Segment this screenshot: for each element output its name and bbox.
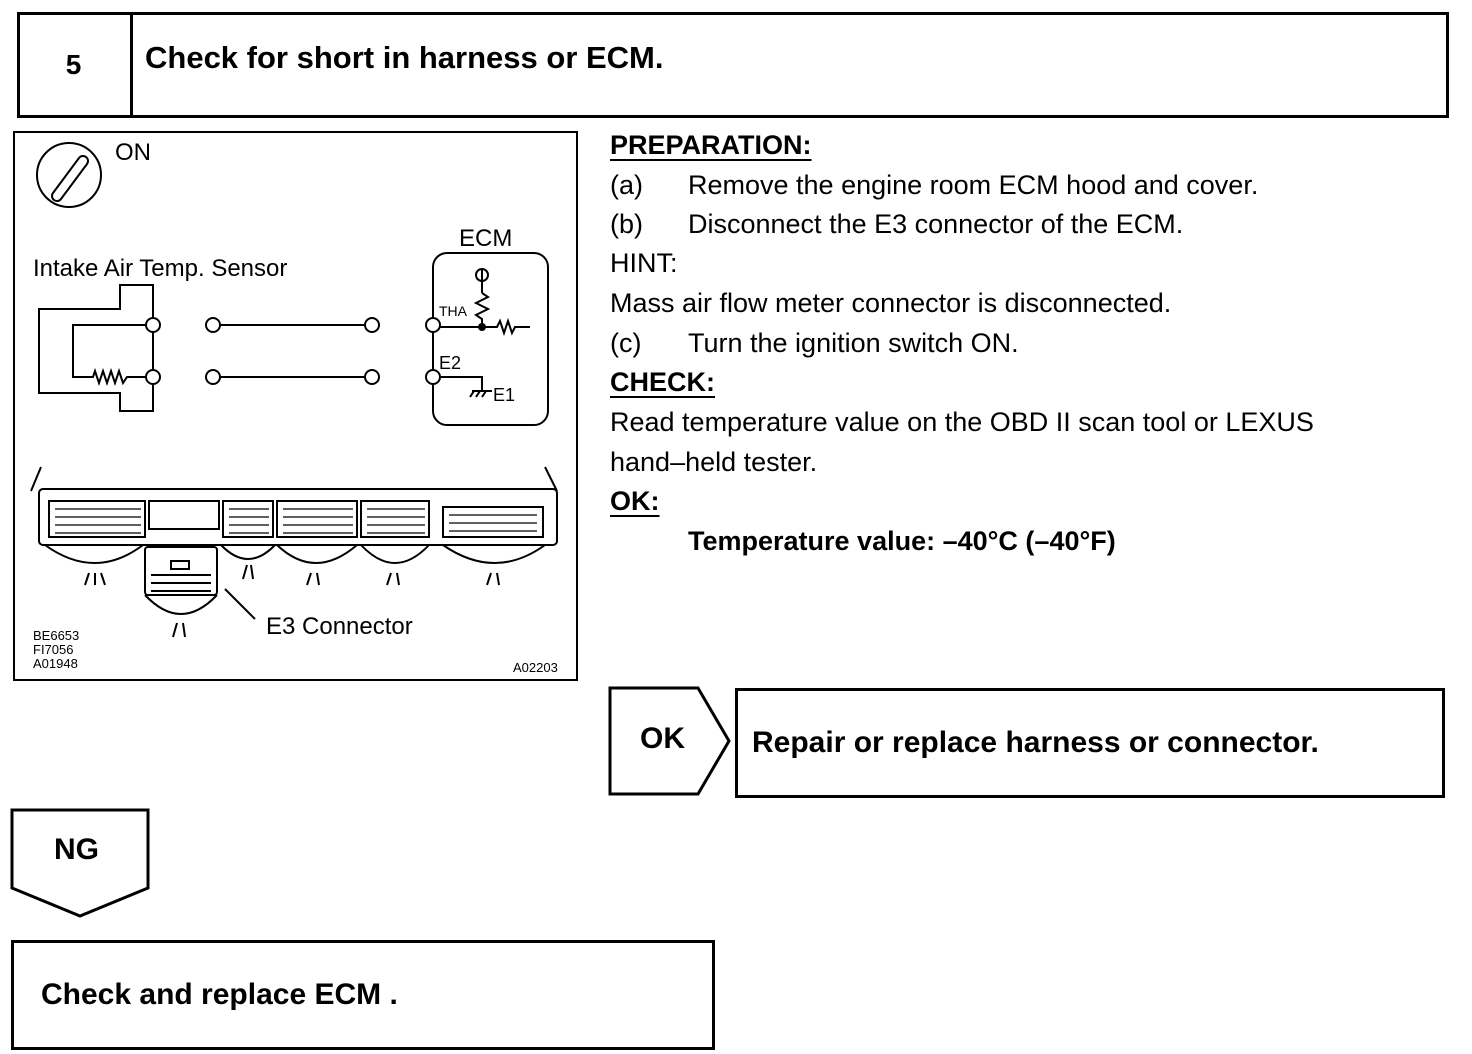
- ng-branch-tag: [10, 808, 150, 918]
- e3-connector: [144, 546, 256, 638]
- e3-connector-label: E3 Connector: [266, 613, 413, 640]
- step-b: (b) Disconnect the E3 connector of the EC…: [610, 209, 1183, 240]
- check-heading: CHECK:: [610, 367, 715, 397]
- sensor-label: Intake Air Temp. Sensor: [33, 255, 288, 282]
- figure-code-right: A02203: [513, 660, 558, 675]
- ignition-state-label: ON: [115, 139, 151, 166]
- ok-heading: OK:: [610, 486, 660, 516]
- sensor-inner-wiring: [72, 324, 153, 387]
- wiring-diagram-figure: ON ECM Intake Air Temp. Sensor THA E2 E1…: [13, 131, 578, 681]
- step-a: (a) Remove the engine room ECM hood and c…: [610, 170, 1258, 201]
- figure-code-3: A01948: [33, 656, 78, 671]
- step-header: [17, 12, 1449, 118]
- ecm-box: [432, 252, 549, 426]
- step-c-text: Turn the ignition switch ON.: [688, 328, 1019, 358]
- ok-specification: Temperature value: –40°C (–40°F): [688, 526, 1116, 556]
- preparation-heading: PREPARATION:: [610, 130, 812, 160]
- wire-bundles: [44, 544, 546, 586]
- pin-e2-label: E2: [439, 353, 462, 373]
- check-line-2: hand–held tester.: [610, 447, 818, 477]
- ignition-switch-icon: [36, 142, 102, 208]
- pin-tha-label: THA: [439, 303, 467, 319]
- ok-branch-label: OK: [640, 722, 685, 755]
- harness-wire-2: [205, 369, 380, 385]
- step-c-label: (c): [610, 328, 642, 358]
- step-b-label: (b): [610, 209, 643, 239]
- step-c: (c) Turn the ignition switch ON.: [610, 328, 1019, 359]
- sensor-body-outline: [38, 284, 154, 412]
- ecm-label: ECM: [459, 225, 513, 252]
- check-line-1: Read temperature value on the OBD II sca…: [610, 407, 1314, 437]
- step-a-label: (a): [610, 170, 643, 200]
- step-b-text: Disconnect the E3 connector of the ECM.: [688, 209, 1184, 239]
- wiring-diagram-drawing: [30, 142, 558, 638]
- step-number: 5: [17, 12, 133, 118]
- ng-action-box: Check and replace ECM .: [11, 940, 715, 1050]
- harness-wire-1: [205, 317, 380, 333]
- figure-code-1: BE6653: [33, 628, 80, 643]
- ng-branch-label: NG: [54, 833, 99, 866]
- step-title: Check for short in harness or ECM.: [145, 40, 664, 75]
- hint-text: Mass air flow meter connector is disconn…: [610, 288, 1172, 318]
- ecm-connector-strip: [30, 466, 558, 546]
- figure-code-2: FI7056: [33, 642, 74, 657]
- step-a-text: Remove the engine room ECM hood and cove…: [688, 170, 1259, 200]
- hint-heading: HINT:: [610, 248, 678, 278]
- ok-branch-tag: [608, 686, 731, 796]
- ok-action-box: Repair or replace harness or connector.: [735, 688, 1445, 798]
- pin-e1-label: E1: [493, 385, 516, 405]
